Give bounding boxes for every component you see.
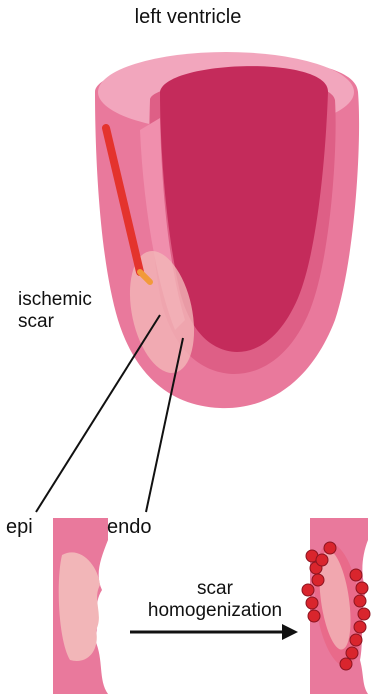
scar-homogenization-label: scar homogenization	[130, 578, 300, 622]
arrow-right-icon	[130, 624, 298, 640]
arrow-label-line1: scar	[130, 578, 300, 600]
ischemic-scar-label-line2: scar	[18, 311, 92, 333]
arrow-label-line2: homogenization	[130, 600, 300, 622]
scar-irregular	[59, 552, 100, 661]
strip-before	[53, 518, 108, 694]
ischemic-scar-label: ischemic scar	[18, 289, 92, 333]
epi-label: epi	[6, 516, 33, 539]
endo-label: endo	[107, 516, 152, 539]
title-label: left ventricle	[0, 6, 376, 29]
ischemic-scar-label-line1: ischemic	[18, 289, 92, 311]
epi-pointer-line	[36, 315, 160, 512]
